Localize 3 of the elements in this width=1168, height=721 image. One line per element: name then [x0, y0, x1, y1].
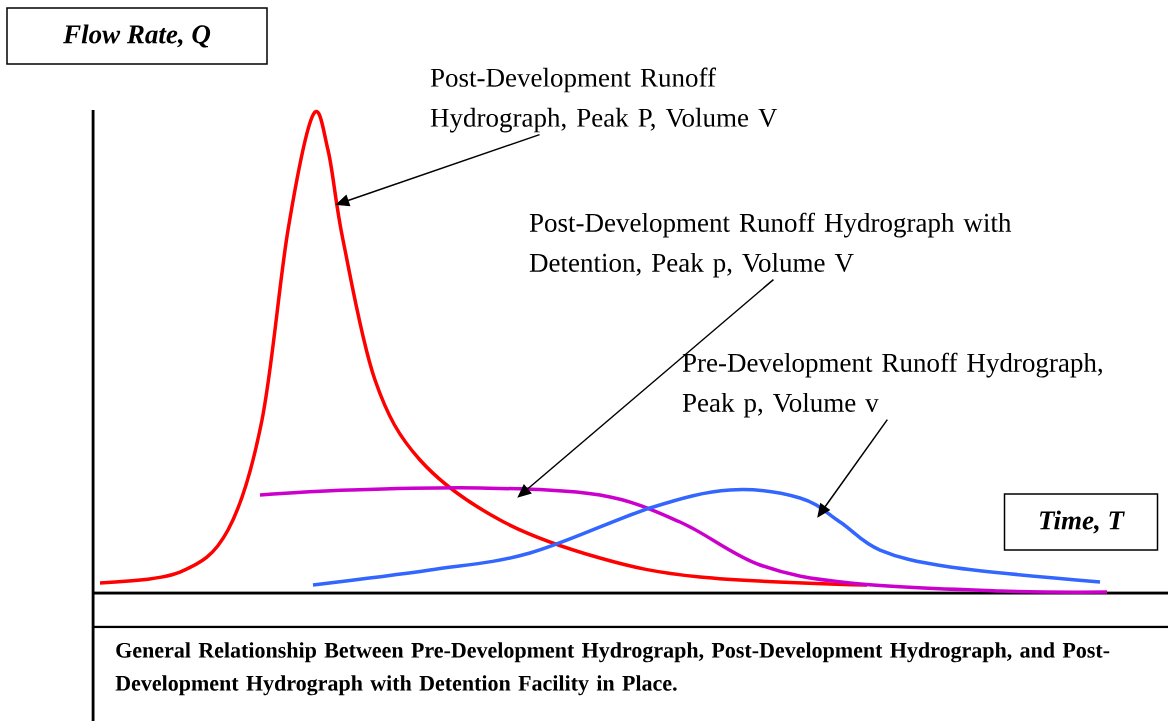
axis-label-box: Flow Rate, Q: [6, 7, 268, 65]
axis-label-box: Time, T: [1003, 493, 1159, 551]
caption: General Relationship Between Pre-Development Hydrograph, Post-Development Hydrograph, and Post-Development Hydrograph with Detention Facility in Place.: [115, 642, 1110, 696]
